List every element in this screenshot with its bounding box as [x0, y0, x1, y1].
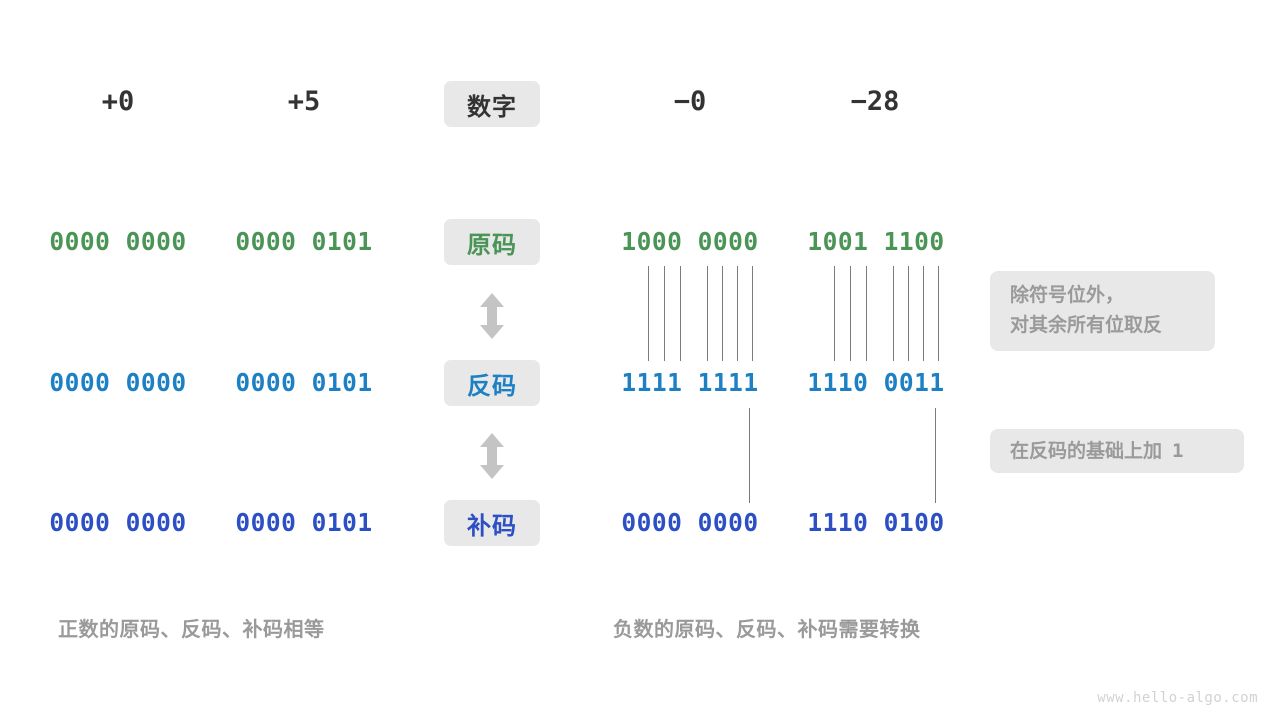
note-add-one: 在反码的基础上加 1 [990, 429, 1244, 473]
pill-header-number: 数字 [444, 81, 540, 127]
pill-row-sign-magnitude: 原码 [444, 219, 540, 265]
note-add-one-text: 在反码的基础上加 [1010, 440, 1163, 462]
note-add-one-value: 1 [1172, 439, 1184, 462]
bits-sign-magnitude-minus-zero: 1000 0000 [621, 227, 759, 256]
bits-ones-complement-minus-zero: 1111 1111 [621, 368, 759, 397]
bits-twos-complement-minus-zero: 0000 0000 [621, 508, 759, 537]
header-number-minus-twentyeight: −28 [850, 86, 900, 117]
bits-sign-magnitude-plus-zero: 0000 0000 [49, 227, 187, 256]
header-number-plus-five: +5 [287, 86, 321, 117]
watermark: www.hello-algo.com [1097, 690, 1258, 706]
caption-positive: 正数的原码、反码、补码相等 [58, 619, 325, 641]
bits-twos-complement-minus-twentyeight: 1110 0100 [807, 508, 945, 537]
bits-twos-complement-plus-five: 0000 0101 [235, 508, 373, 537]
header-number-plus-zero: +0 [101, 86, 135, 117]
caption-negative: 负数的原码、反码、补码需要转换 [613, 619, 921, 641]
bits-ones-complement-minus-twentyeight: 1110 0011 [807, 368, 945, 397]
double-vertical-arrow-icon [477, 292, 507, 345]
double-vertical-arrow-icon [477, 432, 507, 485]
note-invert-bits-line-2: 对其余所有位取反 [1010, 315, 1163, 336]
pill-row-twos-complement: 补码 [444, 500, 540, 546]
bits-twos-complement-plus-zero: 0000 0000 [49, 508, 187, 537]
header-number-minus-zero: −0 [673, 86, 707, 117]
pill-row-ones-complement: 反码 [444, 360, 540, 406]
note-invert-bits: 除符号位外， 对其余所有位取反 [990, 271, 1215, 351]
note-add-one-line: 在反码的基础上加 1 [1010, 436, 1224, 467]
bits-ones-complement-plus-zero: 0000 0000 [49, 368, 187, 397]
note-invert-bits-line-1: 除符号位外， [1010, 285, 1125, 306]
bits-ones-complement-plus-five: 0000 0101 [235, 368, 373, 397]
bits-sign-magnitude-minus-twentyeight: 1001 1100 [807, 227, 945, 256]
bits-sign-magnitude-plus-five: 0000 0101 [235, 227, 373, 256]
